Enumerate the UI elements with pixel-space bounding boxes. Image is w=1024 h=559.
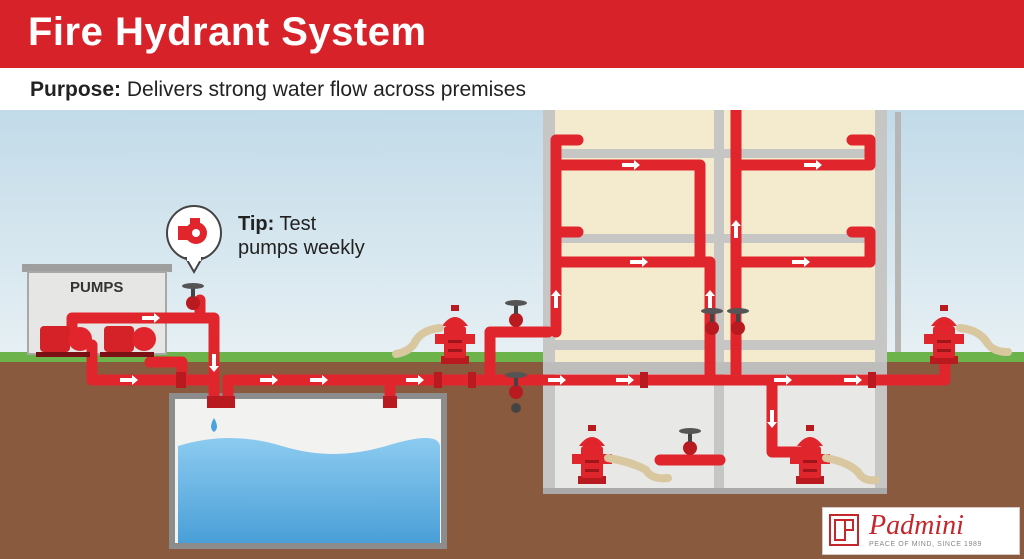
pump-1 [36, 326, 92, 357]
tip-text: Tip: Test pumps weekly [238, 212, 365, 260]
logo-mark-icon [829, 514, 859, 546]
pump-discharge-pipe [66, 294, 206, 336]
water-drop-icon [211, 418, 217, 432]
tip-label: Tip: [238, 213, 275, 235]
tip-line-2: pumps weekly [238, 237, 365, 259]
building [543, 108, 901, 494]
brand-logo: Padmini PEACE OF MIND, SINCE 1989 [822, 507, 1020, 555]
purpose-description: Delivers strong water flow across premis… [121, 78, 526, 101]
pump-icon [178, 218, 207, 244]
logo-name: Padmini [869, 510, 964, 541]
riser-right [730, 226, 876, 386]
tip-bubble [166, 205, 222, 275]
grass [0, 352, 1024, 362]
tank-fill-pipe [184, 312, 220, 408]
tip-line-1: Test [274, 213, 317, 235]
fire-hoses [392, 324, 1012, 485]
purpose-label: Purpose: [30, 78, 122, 101]
pump-2 [100, 326, 156, 357]
purpose-bar [0, 68, 1024, 110]
pumps-label: PUMPS [70, 279, 124, 296]
water-body [178, 438, 440, 543]
title-bar [0, 0, 1024, 68]
water-tank [169, 393, 447, 549]
purpose-text: Purpose: Delivers strong water flow acro… [30, 78, 526, 102]
logo-tagline: PEACE OF MIND, SINCE 1989 [869, 541, 983, 548]
page-title: Fire Hydrant System [28, 10, 427, 54]
valve-handle-icon [511, 403, 521, 413]
pipe-fittings [176, 372, 876, 408]
